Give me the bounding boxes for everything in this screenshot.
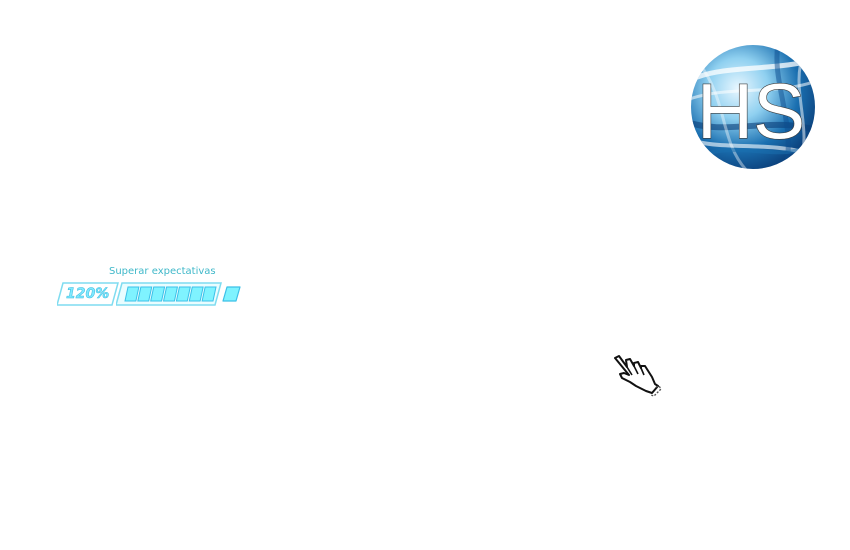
hand-cursor-icon <box>614 355 662 397</box>
progress-bar-frame <box>116 282 222 306</box>
progress-segment <box>188 286 204 302</box>
progress-segment <box>137 286 153 302</box>
hs-logo: HS <box>689 43 817 171</box>
overflow-segment <box>221 282 243 306</box>
hand-pointer-icon <box>608 352 664 398</box>
progress-bar <box>116 282 222 306</box>
progress-segment <box>124 286 140 302</box>
percent-label: 120% <box>66 286 110 303</box>
progress-segment <box>201 286 217 302</box>
globe-logo-icon: HS <box>691 45 815 169</box>
progress-caption: Superar expectativas <box>109 266 216 277</box>
percent-box: 120% <box>57 282 119 306</box>
logo-monogram: HS <box>697 67 805 155</box>
progress-widget: Superar expectativas 120% <box>54 264 246 312</box>
overflow-segment-icon <box>222 286 241 302</box>
progress-segment <box>150 286 166 302</box>
progress-segment <box>162 286 179 302</box>
progress-segment <box>175 286 191 302</box>
percent-frame-icon <box>57 282 119 306</box>
